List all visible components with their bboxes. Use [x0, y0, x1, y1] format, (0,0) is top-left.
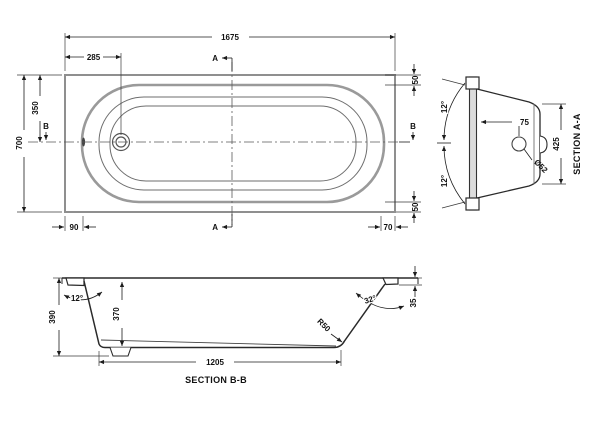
- bb-tub-profile: [83, 280, 386, 349]
- bb-rim-height-label: 35: [409, 298, 418, 307]
- bb-angle-left-label: 12°: [71, 294, 83, 303]
- dim-center-offset: 350: [31, 75, 43, 142]
- plan-view: 1675 285 700 350 90: [15, 33, 421, 232]
- marker-a-top-label: A: [212, 54, 218, 63]
- aa-drain-offset-label: 75: [520, 118, 529, 127]
- aa-angle-top-label: 12°: [440, 101, 449, 113]
- dim-drain-offset: 285: [65, 53, 122, 135]
- aa-overflow-bump: [539, 135, 548, 154]
- aa-drain-circle: [511, 136, 527, 152]
- bb-height-dim: 390: [48, 277, 109, 357]
- dim-bottom-left: 90: [52, 216, 96, 232]
- marker-a-bottom-label: A: [212, 223, 218, 232]
- bb-depth-dim: 370: [112, 281, 125, 347]
- aa-depth-dim: 425: [542, 103, 566, 185]
- bb-angle-right-dim: 32°: [355, 292, 405, 310]
- bb-depth-label: 370: [112, 307, 121, 321]
- aa-drain-offset-dim: 75: [480, 118, 529, 136]
- dim-overall-width: 700: [15, 74, 62, 213]
- bb-bottom-length-label: 1205: [206, 358, 224, 367]
- aa-angle-dims: 12° 12°: [437, 78, 466, 209]
- dim-center-offset-label: 350: [31, 101, 40, 115]
- dim-rim-top-right-label: 50: [411, 75, 420, 84]
- bb-angle-left-dim: 12°: [63, 291, 103, 304]
- dim-bottom-right-label: 70: [384, 223, 393, 232]
- bb-angle-right-label: 32°: [363, 293, 377, 305]
- marker-b-right-label: B: [410, 122, 416, 131]
- aa-drain-diameter-label: Ø52: [532, 158, 549, 175]
- aa-rim-bar: [468, 76, 478, 211]
- bb-rim-tab-left: [65, 277, 85, 287]
- section-marker-a-bottom: A: [212, 214, 233, 232]
- bb-rim-end-ticks: [61, 278, 419, 284]
- bb-drain-recess: [109, 347, 132, 357]
- section-bb-view: 390 370 12° 32° R50 35: [48, 266, 422, 385]
- dim-overall-length-label: 1675: [221, 33, 239, 42]
- dim-drain-offset-label: 285: [87, 53, 101, 62]
- section-marker-b-right: B: [399, 122, 416, 143]
- bb-rim-height-dim: 35: [399, 266, 422, 307]
- dim-bottom-right: 70: [368, 216, 408, 232]
- bb-inner-bottom-line: [100, 339, 337, 347]
- aa-rim-tab-top: [465, 76, 480, 90]
- dim-rim-top-right: 50: [385, 64, 421, 96]
- bb-radius-dim: R50: [315, 317, 343, 343]
- section-marker-a-top: A: [212, 54, 233, 71]
- bb-radius-label: R50: [315, 317, 332, 334]
- aa-depth-label: 425: [552, 137, 561, 151]
- aa-angle-bottom-label: 12°: [440, 175, 449, 187]
- dim-rim-bottom-right-label: 50: [411, 202, 420, 211]
- aa-drain-diameter-dim: Ø52: [523, 148, 550, 175]
- dim-rim-bottom-right: 50: [385, 191, 421, 223]
- section-marker-b-left: B: [43, 122, 49, 140]
- aa-rim-tab-bottom: [465, 197, 480, 211]
- bb-bottom-length-dim: 1205: [98, 350, 342, 367]
- section-aa-view: 12° 12° 75 Ø52 425 SECTION A-A: [437, 76, 582, 211]
- plan-deck-outline: [64, 74, 396, 213]
- bb-rim-tab-right: [382, 277, 399, 286]
- marker-b-left-label: B: [43, 122, 49, 131]
- plan-bath-inner-edge: [98, 96, 368, 191]
- aa-body-outline: [476, 88, 541, 199]
- dim-overall-width-label: 700: [15, 136, 24, 150]
- section-bb-title: SECTION B-B: [185, 375, 247, 385]
- bb-height-label: 390: [48, 310, 57, 324]
- plan-bath-floor-edge: [109, 105, 357, 182]
- section-aa-title: SECTION A-A: [572, 113, 582, 175]
- dim-overall-length: 1675: [64, 33, 396, 71]
- dim-bottom-left-label: 90: [70, 223, 79, 232]
